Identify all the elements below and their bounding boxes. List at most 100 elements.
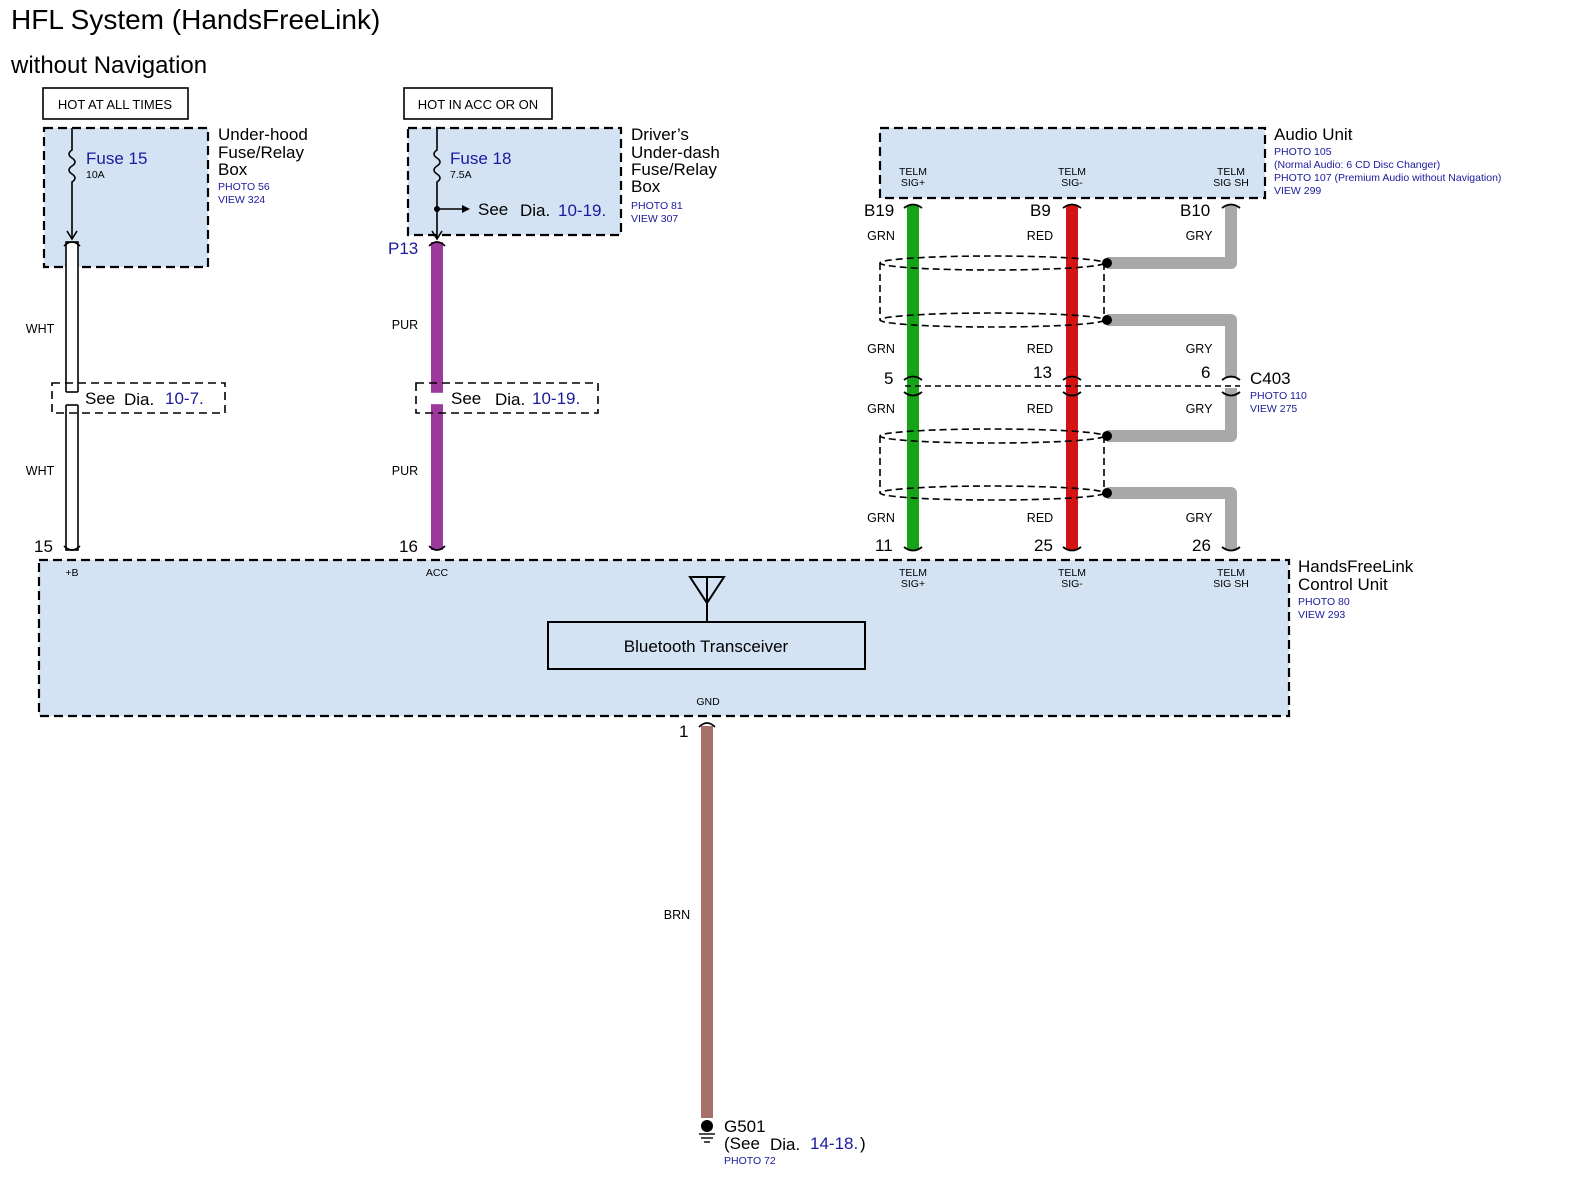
- connector-p13: P13: [388, 239, 418, 258]
- underdash-name-3: Fuse/Relay: [631, 160, 717, 179]
- fuse-15-label: Fuse 15: [86, 149, 147, 168]
- hot-at-all-times-label: HOT AT ALL TIMES: [58, 97, 172, 112]
- wire-gry-label-2: GRY: [1186, 342, 1214, 356]
- underdash-dia: Dia.: [520, 201, 550, 220]
- audio-pin-b10: B10: [1180, 201, 1210, 220]
- fuse-18-amps: 7.5A: [450, 169, 472, 181]
- c403-pin-6: 6: [1201, 363, 1210, 382]
- ground-name: G501: [724, 1117, 766, 1136]
- wire-red-label-3: RED: [1027, 402, 1053, 416]
- wire-gry-lower-b: [1107, 487, 1237, 550]
- hfl-term-acc: ACC: [426, 567, 449, 579]
- pin-mark-wht-top: [63, 241, 81, 247]
- wire-gry-label-1: GRY: [1186, 229, 1214, 243]
- hfl-name-1: HandsFreeLink: [1298, 557, 1414, 576]
- audio-term-2-l2: SIG-: [1061, 177, 1083, 189]
- audio-note-2: (Normal Audio: 6 CD Disc Changer): [1274, 159, 1440, 171]
- c403-mark-grn: [903, 375, 923, 397]
- hot-at-all-times-box: [42, 87, 189, 120]
- shield-lower-node-2: [1102, 488, 1112, 498]
- wire-red-label-2: RED: [1027, 342, 1053, 356]
- audio-pin-b19: B19: [864, 201, 894, 220]
- audio-note-1: PHOTO 105: [1274, 146, 1332, 158]
- ground-close: ): [860, 1134, 866, 1153]
- see-ref-box-1: [51, 382, 226, 414]
- see-ref-2-see: See: [451, 389, 481, 408]
- see-ref-1-gap: [64, 392, 80, 405]
- audio-unit-box: [878, 126, 1267, 200]
- wire-red-label-1: RED: [1027, 229, 1053, 243]
- shield-upper-node-1: [1102, 258, 1112, 268]
- hfl-pin-25: 25: [1034, 536, 1053, 555]
- fuse-18-branch-arrow: [462, 205, 470, 213]
- wire-wht-label-1: WHT: [26, 322, 55, 336]
- hot-in-acc-box: [403, 87, 553, 120]
- audio-term-3-l2: SIG SH: [1213, 177, 1249, 189]
- underdash-ref-link[interactable]: 10-19.: [558, 201, 606, 220]
- underhood-name-1: Under-hood: [218, 125, 308, 144]
- fuse-18-arrow: [431, 230, 443, 241]
- wire-pur-label-2: PUR: [392, 464, 418, 478]
- diagram-title: HFL System (HandsFreeLink): [11, 4, 380, 35]
- c403-mark-red: [1062, 375, 1082, 397]
- wire-grn-label-3: GRN: [867, 402, 895, 416]
- audio-term-1-l1: TELM: [899, 166, 927, 178]
- audio-term-3-l1: TELM: [1217, 166, 1245, 178]
- hfl-pin-15: 15: [34, 537, 53, 556]
- hfl-term-3-l2: SIG+: [901, 578, 925, 590]
- bluetooth-transceiver-box: [547, 621, 866, 670]
- hfl-pin-11: 11: [875, 536, 893, 555]
- hfl-term-5-l2: SIG SH: [1213, 578, 1249, 590]
- ground-ref-link[interactable]: 14-18.: [810, 1134, 858, 1153]
- audio-unit-name: Audio Unit: [1274, 125, 1353, 144]
- wire-gry-upper-a: [1107, 205, 1237, 269]
- pin-mark-gry-bottom: [1221, 546, 1241, 552]
- see-ref-1-link[interactable]: 10-7.: [165, 389, 204, 408]
- wire-red-label-4: RED: [1027, 511, 1053, 525]
- hfl-pin-26: 26: [1192, 536, 1211, 555]
- pin-mark-red-bottom: [1062, 546, 1082, 552]
- audio-term-1-l2: SIG+: [901, 177, 925, 189]
- c403-view: VIEW 275: [1250, 403, 1297, 415]
- underdash-name-2: Under-dash: [631, 143, 720, 162]
- underhood-view: VIEW 324: [218, 194, 265, 206]
- wire-brn-label: BRN: [664, 908, 690, 922]
- hfl-term-3-l1: TELM: [899, 567, 927, 579]
- shield-lower-node-1: [1102, 431, 1112, 441]
- underhood-name-2: Fuse/Relay: [218, 143, 304, 162]
- see-ref-2-link[interactable]: 10-19.: [532, 389, 580, 408]
- see-ref-box-2: [415, 382, 599, 414]
- wire-gry-label-3: GRY: [1186, 402, 1214, 416]
- underhood-name-3: Box: [218, 160, 248, 179]
- underdash-photo: PHOTO 81: [631, 200, 683, 212]
- pin-mark-pur-bottom: [428, 545, 446, 551]
- underdash-view: VIEW 307: [631, 213, 678, 225]
- c403-name: C403: [1250, 369, 1291, 388]
- ground-see: (See: [724, 1134, 760, 1153]
- hfl-term-b: +B: [65, 567, 78, 579]
- hfl-name-2: Control Unit: [1298, 575, 1388, 594]
- wire-gry-label-4: GRY: [1186, 511, 1214, 525]
- wire-brn: [701, 726, 713, 1118]
- underdash-fuse-box: [406, 126, 623, 237]
- wire-grn-label-4: GRN: [867, 511, 895, 525]
- wire-grn-label-1: GRN: [867, 229, 895, 243]
- c403-pin-13: 13: [1033, 363, 1052, 382]
- hfl-view: VIEW 293: [1298, 609, 1345, 621]
- wire-gry-lower-a: [1107, 388, 1237, 442]
- hfl-term-4-l1: TELM: [1058, 567, 1086, 579]
- fuse-15-arrow: [66, 230, 78, 241]
- pin-mark-red-top: [1062, 203, 1082, 209]
- wire-red: [1066, 205, 1078, 550]
- ground-dia: Dia.: [770, 1135, 800, 1154]
- audio-note-3: PHOTO 107 (Premium Audio without Navigat…: [1274, 172, 1501, 184]
- pin-mark-pur-top: [428, 241, 446, 247]
- see-ref-1-see: See: [85, 389, 115, 408]
- wire-grn: [907, 205, 919, 550]
- shield-upper-node-2: [1102, 315, 1112, 325]
- underdash-name-1: Driver’s: [631, 125, 689, 144]
- wire-wht-label-2: WHT: [26, 464, 55, 478]
- wire-grn-label-2: GRN: [867, 342, 895, 356]
- audio-pin-b9: B9: [1030, 201, 1051, 220]
